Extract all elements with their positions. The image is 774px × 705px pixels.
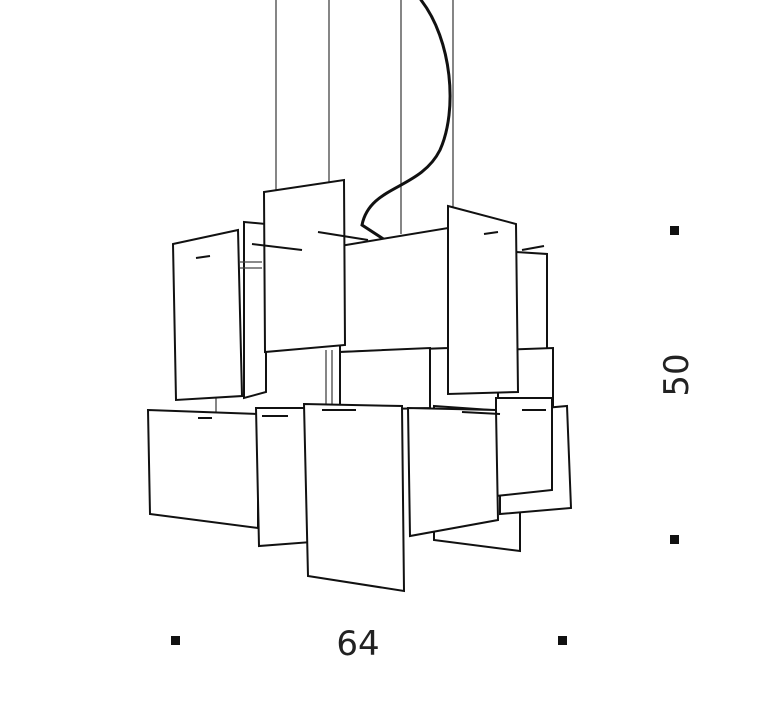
panel-lower-center-right (406, 406, 500, 538)
panel-clips (195, 231, 546, 419)
panel-back-left-small (243, 220, 267, 400)
height-label: 50 (657, 353, 697, 396)
upper-panels (171, 178, 520, 402)
panel-lower-right-mid (495, 397, 553, 498)
width-marker-left (171, 636, 180, 645)
connecting-rods (215, 261, 333, 412)
panel-back-center-lower (339, 346, 431, 412)
lower-panels (146, 397, 573, 593)
panel-upper-left (171, 228, 244, 402)
width-marker-right (558, 636, 567, 645)
power-cable (360, 0, 452, 244)
width-dimension: 64 (171, 624, 567, 664)
width-label: 64 (336, 624, 379, 664)
height-marker-bottom (670, 535, 679, 544)
panel-lower-front-center (302, 402, 406, 593)
suspension-wires (275, 0, 454, 234)
height-dimension: 50 (657, 226, 697, 544)
panel-upper-right (447, 204, 520, 396)
panel-back-right-small (515, 250, 548, 354)
panel-lower-left (146, 408, 259, 530)
panel-back-center (339, 226, 449, 354)
panel-upper-center (262, 178, 347, 354)
height-marker-top (670, 226, 679, 235)
